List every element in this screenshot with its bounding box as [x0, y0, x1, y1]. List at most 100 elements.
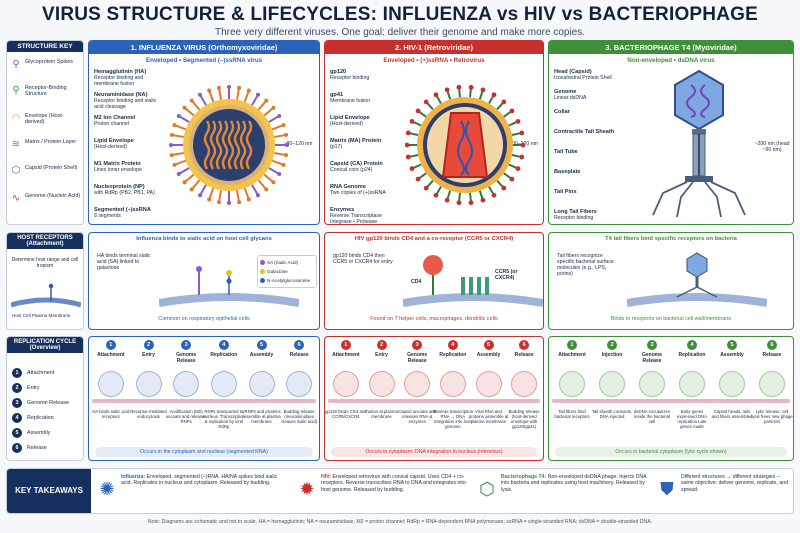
step-description: Receptor-mediated endocytosis [130, 409, 167, 419]
step-number-badge: 5 [256, 340, 267, 350]
step-illustration [135, 371, 162, 397]
step-description: RNPs transported to nucleus. Transcripti… [202, 409, 245, 429]
step-description: Acidification (M2) uncoats and releases … [165, 409, 207, 424]
influenza-structure-label: Hemagglutinin (HA)Receptor binding and m… [94, 69, 164, 87]
step-illustration [599, 371, 625, 397]
step-number-badge: 4 [447, 340, 458, 350]
step-description: Viral RNA and proteins assemble at plasm… [468, 409, 509, 424]
step-illustration [559, 371, 585, 397]
step-number-badge: 4 [218, 340, 229, 350]
step-title: Assembly [476, 352, 501, 358]
step-title: Assembly [720, 352, 744, 358]
step-title: Genome Release [407, 352, 428, 364]
step-description: Capsid uncoats and releases RNA & enzyme… [398, 409, 437, 424]
hiv-header: 2. HIV-1 (Retroviridae) [325, 41, 543, 54]
step-title: Assembly [249, 352, 274, 358]
takeaway-body: Non-enveloped dsDNA phage. Injects DNA i… [501, 474, 647, 493]
structure-label-title: Lipid Envelope [330, 115, 370, 121]
step-title: Injection [601, 352, 623, 358]
takeaway-body: Different structures → different strateg… [681, 474, 788, 493]
step-title: Replication [210, 352, 238, 358]
phage-size-label: ~200 nm (head ~90 nm) [754, 141, 790, 153]
step-number-badge: 6 [12, 443, 22, 453]
structure-label-desc: (Host-derived) [94, 144, 127, 150]
phage-structure-label: Tail Pins [554, 189, 624, 195]
step-illustration [759, 371, 785, 397]
step-title: Release [762, 352, 782, 358]
structure-key-header: STRUCTURE KEY [7, 41, 83, 52]
hiv-receptor-panel: HIV gp120 binds CD4 and a co-receptor (C… [324, 232, 544, 330]
host-receptors-panel: HOST RECEPTORS (Attachment) Determine ho… [6, 232, 84, 330]
step-title: Attachment [558, 352, 586, 358]
influenza-receptor-title: Influenza binds to sialic acid on host c… [136, 236, 272, 242]
step-description: vRNPs and proteins assemble at plasma me… [242, 409, 281, 424]
step-number-badge: 2 [376, 340, 387, 350]
step-illustration [368, 371, 395, 397]
phage-header: 3. BACTERIOPHAGE T4 (Myoviridae) [549, 41, 793, 54]
takeaways-header: KEY TAKEAWAYS [7, 469, 91, 513]
influenza-icon: ✺ [99, 479, 115, 499]
structure-label-title: Segmented (–)ssRNA [94, 207, 151, 213]
structure-label-desc: Receptor binding and sialic acid cleavag… [94, 98, 157, 110]
structure-label-desc: Receptor binding [330, 75, 370, 81]
host-receptors-header: HOST RECEPTORS (Attachment) [7, 233, 83, 249]
step-title: Replication [678, 352, 706, 358]
structure-label-desc: Lines inner envelope [94, 167, 142, 173]
structure-label-title: Genome [554, 89, 577, 95]
step-number-badge: 5 [12, 428, 22, 438]
step-illustration [719, 371, 745, 397]
influenza-location-band: Occurs in the cytoplasm and nucleus (seg… [95, 447, 313, 457]
hiv-illustration [405, 84, 525, 206]
structure-label-title: gp120 [330, 69, 347, 75]
step-illustration [210, 371, 237, 397]
membrane-label: Host Cell Plasma Membrane [12, 313, 71, 318]
step-description: Capsid heads, tails and fibers assembled [711, 409, 753, 419]
step-number-badge: 6 [767, 340, 777, 350]
structure-label-desc: with RdRp (PB2, PB1, PA) [94, 190, 155, 196]
phage-receptor-illustration [627, 252, 767, 307]
step-number-badge: 3 [412, 340, 423, 350]
legend-swatch [260, 269, 265, 274]
influenza-cell-membrane [92, 399, 316, 403]
page-title: VIRUS STRUCTURE & LIFECYCLES: INFLUENZA … [41, 4, 759, 25]
step-number-badge: 5 [727, 340, 737, 350]
structure-label-title: RNA Genome [330, 184, 366, 190]
structure-label-title: Head (Capsid) [554, 69, 592, 75]
step-illustration [511, 371, 538, 397]
takeaway-body: Enveloped, segmented (–)RNA. HA/NA spike… [121, 474, 278, 487]
takeaway-body: Enveloped retrovirus with conical capsid… [321, 474, 466, 493]
structure-label-desc: (Host-derived) [330, 121, 363, 127]
key-item: Genome (Nucleic Acid) [25, 193, 81, 199]
hiv-location-band: Occurs in cytoplasm; DNA integration in … [331, 447, 537, 457]
phage-structure-label: Head (Capsid)Icosahedral Protein Shell [554, 69, 624, 81]
phage-structure-label: Contractile Tail Sheath [554, 129, 624, 135]
phage-structure-panel: 3. BACTERIOPHAGE T4 (Myoviridae)Non-enve… [548, 40, 794, 225]
replication-step-label: Release [27, 445, 47, 451]
influenza-structure-label: Nucleoprotein (NP)with RdRp (PB2, PB1, P… [94, 184, 164, 196]
step-number-badge: 6 [294, 340, 305, 350]
step-description: Lytic release: cell lysis frees new phag… [751, 409, 793, 424]
step-number-badge: 5 [483, 340, 494, 350]
takeaway-text: Influenza: Enveloped, segmented (–)RNA. … [121, 474, 283, 487]
replication-overview-header: REPLICATION CYCLE (Overview) [7, 337, 83, 353]
legend-item: Galactose [260, 267, 314, 276]
step-description: Fusion at plasma membrane [365, 409, 398, 419]
step-number-badge: 1 [567, 340, 577, 350]
legend-label: SA (Sialic Acid) [267, 260, 299, 265]
structure-label-desc: Reverse Transcriptase Integrase • Protea… [330, 213, 382, 225]
footnote: Note: Diagrams are schematic and not to … [147, 519, 653, 525]
structure-label-title: Tail Tube [554, 149, 578, 155]
structure-label-title: Enzymes [330, 207, 355, 213]
hiv-receptor-footer: Found on T helper cells, macrophages, de… [370, 316, 498, 322]
influenza-receptor-panel: Influenza binds to sialic acid on host c… [88, 232, 320, 330]
capsid-icon: ⬡ [11, 165, 21, 176]
structure-label-title: Lipid Envelope [94, 138, 134, 144]
influenza-structure-panel: 1. INFLUENZA VIRUS (Orthomyxoviridae)Env… [88, 40, 320, 225]
